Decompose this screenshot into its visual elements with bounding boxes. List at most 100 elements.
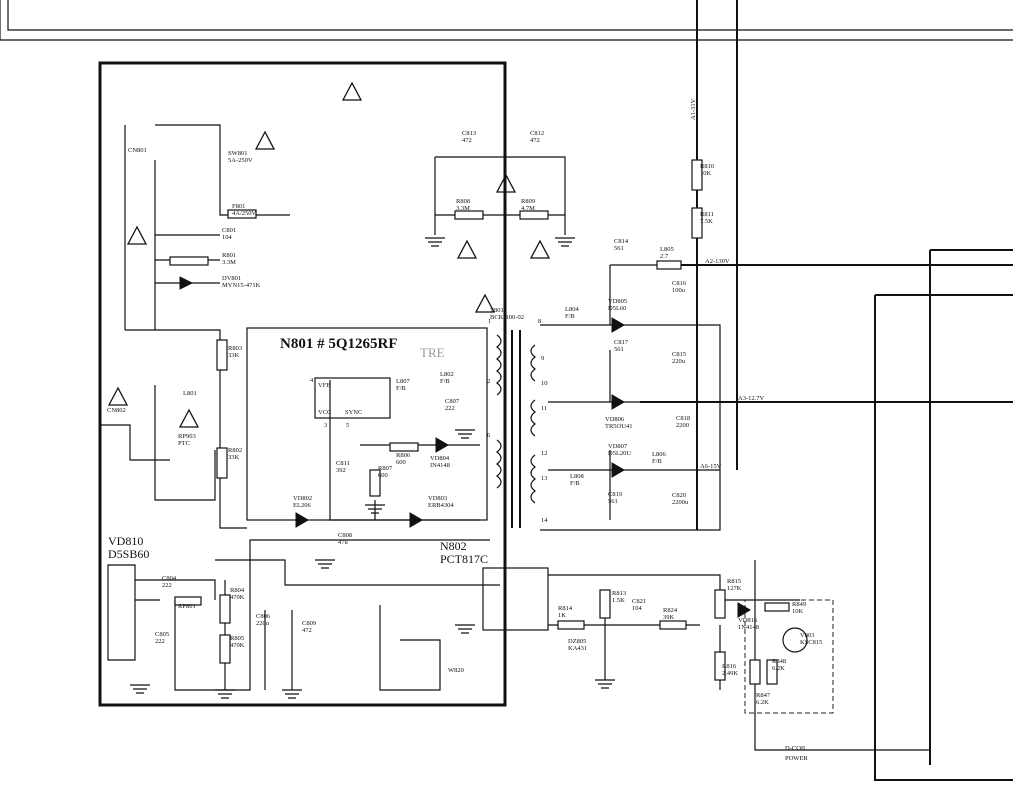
component-ref: C807 <box>445 398 460 405</box>
component-ref: VD816 <box>738 617 758 624</box>
component-ref: R803 <box>228 345 242 352</box>
component-value: F/B <box>652 458 662 465</box>
r802-body <box>216 447 228 479</box>
component-value: ERB4304 <box>428 502 454 509</box>
r810-body <box>691 159 703 191</box>
r824-body <box>659 620 687 630</box>
caution-icon <box>107 386 129 406</box>
r805-body <box>219 634 231 664</box>
component-ref: W820 <box>448 667 464 674</box>
component-ref: RP801 <box>178 603 196 610</box>
coil-label: D-COIL <box>785 745 807 752</box>
component-value: 4.7M <box>521 205 535 212</box>
component-ref: R814 <box>558 605 573 612</box>
primary-winding <box>496 334 502 396</box>
component-ref: SW801 <box>228 150 248 157</box>
component-value: 470K <box>230 594 245 601</box>
page-border-inner <box>7 0 1013 31</box>
pin-number: 13 <box>541 475 548 482</box>
pin-number: 5 <box>346 422 349 429</box>
component-ref: C804 <box>162 575 177 582</box>
optocoupler-ref: N802 <box>440 539 467 553</box>
r809-body <box>519 210 549 220</box>
r816-body <box>714 651 726 681</box>
component-ref: R801 <box>222 252 236 259</box>
output-box-right <box>874 294 1013 781</box>
component-value: 2.49K <box>722 670 738 677</box>
pin-number: 12 <box>541 450 548 457</box>
component-ref: C815 <box>672 351 686 358</box>
l805-body <box>656 260 682 270</box>
secondary-winding-3 <box>530 454 536 504</box>
input-wiring <box>124 124 290 529</box>
component-value: 2200u <box>672 499 689 506</box>
transformer-core <box>511 330 521 528</box>
r847-body <box>749 659 761 685</box>
component-ref: L807 <box>396 378 410 385</box>
component-ref: VD802 <box>293 495 312 502</box>
pin-number: 14 <box>541 517 548 524</box>
chip-pin-label: SYNC <box>345 409 362 416</box>
component-ref: R811 <box>700 211 714 218</box>
r803-body <box>216 339 228 371</box>
w820-wiring <box>379 605 441 691</box>
component-ref: C821 <box>632 598 646 605</box>
component-value: 10K <box>792 608 804 615</box>
watermark: TRE <box>420 345 445 360</box>
component-value: KA431 <box>568 645 587 652</box>
pin-number: 3 <box>324 422 327 429</box>
ground-icon <box>282 689 302 699</box>
component-ref: L806 <box>652 451 666 458</box>
component-value: EL206 <box>293 502 311 509</box>
component-value: MYN15-471K <box>222 282 261 289</box>
component-ref: R810 <box>700 163 714 170</box>
component-ref: DV801 <box>222 275 241 282</box>
component-value: 2200 <box>676 422 689 429</box>
component-ref: L804 <box>565 306 579 313</box>
component-value: 127K <box>727 585 742 592</box>
component-value: 7.5K <box>700 218 713 225</box>
f801-body <box>227 209 257 219</box>
chip-pin-label: VCC <box>318 409 331 416</box>
component-ref: VD806 <box>605 416 625 423</box>
component-ref: VD805 <box>608 298 627 305</box>
component-ref: C819 <box>608 491 622 498</box>
pin-number: 10 <box>541 380 548 387</box>
vd803-symbol <box>409 512 423 528</box>
pin-number: 1 <box>488 318 491 325</box>
pin-number: 11 <box>541 405 547 412</box>
component-ref: VD807 <box>608 443 628 450</box>
rail-labels: A1-31V A2-130V A3-12.7V A6-15V <box>690 98 764 470</box>
ground-icon <box>315 559 335 569</box>
component-value: F/B <box>570 480 580 487</box>
r811-body <box>691 207 703 239</box>
caution-icon <box>178 408 200 428</box>
component-value: 100u <box>672 287 686 294</box>
component-value: 1N4148 <box>738 624 759 631</box>
caution-icon <box>456 239 478 259</box>
component-ref: T801 <box>490 307 504 314</box>
component-value: 10K <box>700 170 712 177</box>
component-ref: L805 <box>660 246 674 253</box>
component-ref: L801 <box>183 390 197 397</box>
pin-number: 9 <box>541 355 544 362</box>
caution-icon <box>126 225 148 245</box>
component-value: KSC815 <box>800 639 822 646</box>
pin-number: 8 <box>538 318 541 325</box>
bridge-ref: VD810 <box>108 534 143 548</box>
component-ref: C817 <box>614 339 629 346</box>
component-value: 1.5K <box>612 597 625 604</box>
caution-icon <box>254 130 276 150</box>
component-value: 104 <box>222 234 233 241</box>
component-value: TR5OU41 <box>605 423 632 430</box>
component-value: 392 <box>336 467 346 474</box>
component-ref: C812 <box>530 130 544 137</box>
component-ref: C808 <box>338 532 352 539</box>
component-value: 3.3M <box>222 259 236 266</box>
component-ref: R824 <box>663 607 678 614</box>
component-ref: R808 <box>456 198 470 205</box>
component-ref: C811 <box>336 460 350 467</box>
component-value: BCK-100-02 <box>490 314 524 321</box>
component-ref: R809 <box>521 198 535 205</box>
